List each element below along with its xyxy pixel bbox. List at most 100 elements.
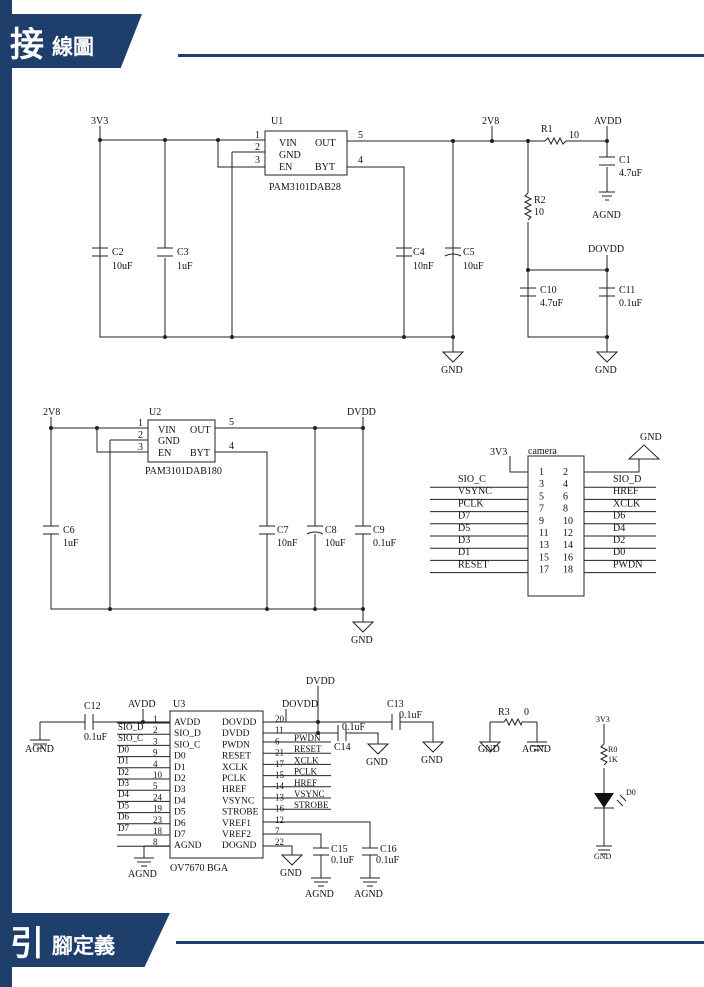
u3-left-net: D6 xyxy=(118,812,129,822)
conn-ref: camera xyxy=(528,446,557,457)
header-pinout-small: 腳定義 xyxy=(52,934,115,958)
u3-right-net: STROBE xyxy=(294,800,329,810)
led-gnd: GND xyxy=(594,852,612,861)
c3-val: 1uF xyxy=(177,261,193,272)
u1-out: OUT xyxy=(315,138,336,149)
u3-right-num: 12 xyxy=(275,815,284,825)
u3-left-pin: AVDD xyxy=(174,718,200,728)
u3-left-pin: AGND xyxy=(174,841,202,851)
b1-agnd: AGND xyxy=(592,210,621,221)
conn-left-net: SIO_C xyxy=(458,474,486,485)
u3-right-pin: VREF2 xyxy=(222,830,251,840)
u3-left-net: D3 xyxy=(118,778,129,788)
header-wiring-big: 接 xyxy=(10,25,44,65)
conn-right-net: D6 xyxy=(613,511,625,522)
header-wiring-small: 線圖 xyxy=(52,35,94,59)
c3-ref: C3 xyxy=(177,247,189,258)
u3-right-pin: HREF xyxy=(222,785,246,795)
u3-right-pin: DOGND xyxy=(222,841,256,851)
u2-part: PAM3101DAB180 xyxy=(145,466,222,477)
u3-right-num: 11 xyxy=(275,725,284,735)
u3-left-num: 5 xyxy=(153,781,158,791)
u3-left-pin: D3 xyxy=(174,785,186,795)
r2-val: 10 xyxy=(534,207,544,218)
b1-rail-dovdd: DOVDD xyxy=(588,244,624,255)
b3-agnd-a: AGND xyxy=(25,744,54,755)
u3-left-pin: D5 xyxy=(174,808,186,818)
c12-ref: C12 xyxy=(84,701,101,712)
conn-left-pin: 15 xyxy=(539,552,549,563)
b3-gnd-b: GND xyxy=(421,755,443,766)
conn-right-pin: 18 xyxy=(563,565,573,576)
c13-ref: C13 xyxy=(387,699,404,710)
u1-p3: 3 xyxy=(255,155,260,166)
conn-right-pin: 12 xyxy=(563,528,573,539)
conn-right-pin: 2 xyxy=(563,467,568,478)
u3-left-pin: D0 xyxy=(174,752,186,762)
u1-p2: 2 xyxy=(255,142,260,153)
u3-right-pin: STROBE xyxy=(222,808,259,818)
u3-left-pin: SIO_C xyxy=(174,740,200,750)
block2: 2V8 DVDD GND U2 PAM3101DAB180 VIN GND EN… xyxy=(43,407,397,646)
u3-left-num: 18 xyxy=(153,826,163,836)
u1-gnd: GND xyxy=(279,150,301,161)
u3-left-net: D4 xyxy=(118,789,129,799)
u3-left-pin: D2 xyxy=(174,774,186,784)
c6-ref: C6 xyxy=(63,525,75,536)
c5-ref: C5 xyxy=(463,247,475,258)
u3-left-num: 19 xyxy=(153,804,163,814)
u3-left-num: 1 xyxy=(153,714,158,724)
b2-rail-2v8: 2V8 xyxy=(43,407,60,418)
u3-left-net: D0 xyxy=(118,744,129,754)
conn-left-net: D3 xyxy=(458,535,470,546)
conn-right-net: PWDN xyxy=(613,559,642,570)
c10-ref: C10 xyxy=(540,285,557,296)
conn-right-net: D4 xyxy=(613,523,625,534)
connector-body xyxy=(527,455,585,597)
u3-left-pin: D7 xyxy=(174,830,186,840)
u1-byt: BYT xyxy=(315,162,335,173)
r3-ref: R3 xyxy=(498,707,510,718)
b1-gnd2: GND xyxy=(595,365,617,376)
b1-gnd1: GND xyxy=(441,365,463,376)
r3-val: 0 xyxy=(524,707,529,718)
u2-byt: BYT xyxy=(190,448,210,459)
u3-right-num: 22 xyxy=(275,837,284,847)
c2-ref: C2 xyxy=(112,247,124,258)
conn-right-net: HREF xyxy=(613,486,639,497)
c8-ref: C8 xyxy=(325,525,337,536)
conn-right-pin: 16 xyxy=(563,552,573,563)
c16-val: 0.1uF xyxy=(376,855,400,866)
b3-agnd-r3: AGND xyxy=(522,744,551,755)
u3-left-num: 10 xyxy=(153,770,163,780)
block3: AVDD DOVDD DVDD AGND AGND AGND AGND GND … xyxy=(25,676,636,900)
u3-right-net: HREF xyxy=(294,778,317,788)
c15-val: 0.1uF xyxy=(331,855,355,866)
u3-left-net: D2 xyxy=(118,767,129,777)
c8-val: 10uF xyxy=(325,538,346,549)
c5-val: 10uF xyxy=(463,261,484,272)
b3-gnd-a: GND xyxy=(366,757,388,768)
led-rail: 3V3 xyxy=(596,715,610,724)
conn-left-pin: 7 xyxy=(539,504,544,515)
u2-ref: U2 xyxy=(149,407,161,418)
c6-val: 1uF xyxy=(63,538,79,549)
side-band xyxy=(0,0,12,987)
header-wiring-tab xyxy=(0,14,142,68)
conn-rail: 3V3 xyxy=(490,447,507,458)
u3-right-net: XCLK xyxy=(294,755,319,765)
u2-en: EN xyxy=(158,448,171,459)
u2-p1: 1 xyxy=(138,418,143,429)
u3-left-num: 23 xyxy=(153,815,163,825)
conn-right-net: SIO_D xyxy=(613,474,641,485)
c2-val: 10uF xyxy=(112,261,133,272)
u2-out: OUT xyxy=(190,425,211,436)
u3-right-pin: RESET xyxy=(222,752,251,762)
header-pinout-tab xyxy=(0,913,170,967)
header-wiring-rule xyxy=(178,54,704,57)
u2-vin: VIN xyxy=(158,425,176,436)
conn-left-net: D7 xyxy=(458,511,470,522)
conn-left-net: RESET xyxy=(458,559,489,570)
led-rval: 1K xyxy=(608,755,618,764)
